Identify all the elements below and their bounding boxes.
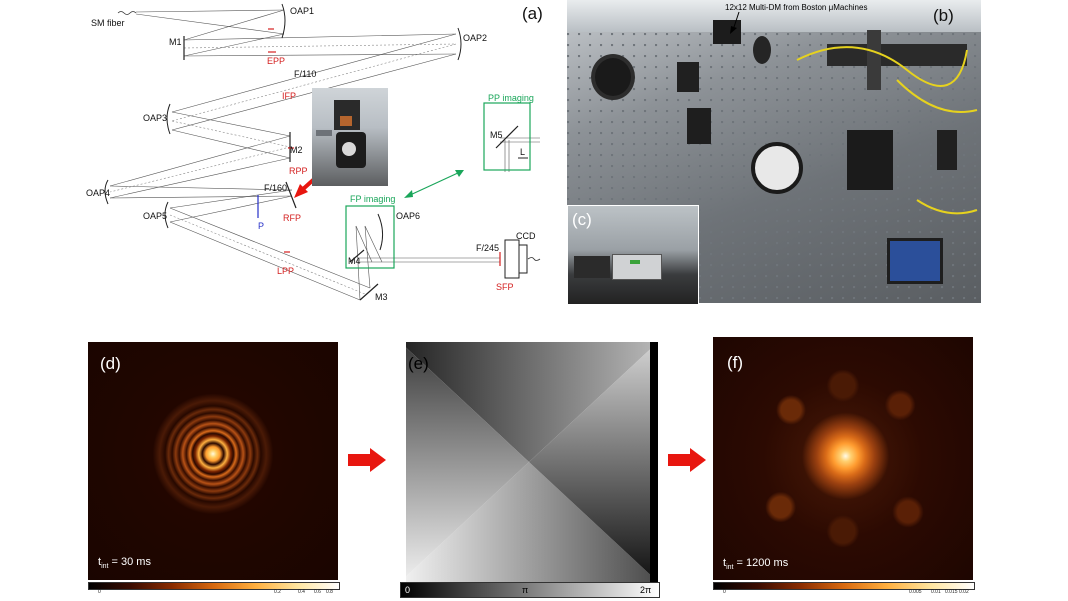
panel-d-psf-image: (d) tint = 30 ms (88, 342, 338, 580)
panel-c-letter: (c) (572, 210, 592, 229)
panel-f-tick: 0.015 (945, 589, 958, 595)
yellow-fiber-cables (796, 46, 978, 215)
label-pp-imaging: PP imaging (488, 93, 534, 103)
label-f160: F/160 (264, 183, 288, 193)
arrow-d-to-e (348, 448, 386, 472)
label-epp: EPP (267, 56, 286, 66)
label-oap4: OAP4 (86, 188, 111, 198)
panel-d-tick: 0.6 (314, 589, 321, 595)
dm-caption-pointer (730, 11, 740, 34)
label-oap3: OAP3 (143, 113, 168, 123)
panel-f-colorbar (713, 582, 975, 590)
panel-d-colorbar (88, 582, 340, 590)
label-ifp: IFP (282, 91, 297, 101)
label-f245: F/245 (476, 243, 500, 253)
panel-f-letter: (f) (727, 353, 744, 372)
panel-d-colorbar-ticks: 0 0.2 0.4 0.6 0.8 (88, 589, 338, 597)
panel-d-tick: 0.4 (298, 589, 305, 595)
panel-d-tint-label: tint = 30 ms (98, 556, 151, 571)
label-m1: M1 (169, 37, 182, 47)
panel-f-colorbar-ticks: 0 0.005 0.01 0.015 0.02 (713, 589, 973, 597)
panel-f-tick: 0.02 (959, 589, 969, 595)
label-fp-imaging: FP imaging (350, 194, 396, 204)
label-rfp: RFP (283, 213, 301, 223)
panel-e-colorbar (400, 582, 660, 598)
label-ccd: CCD (516, 231, 536, 241)
label-f110: F/110 (294, 69, 317, 79)
panel-d-tick: 0.2 (274, 589, 281, 595)
label-oap5: OAP5 (143, 211, 168, 221)
label-m2: M2 (290, 145, 303, 155)
panel-d-tick: 0.8 (326, 589, 333, 595)
label-sm-fiber: SM fiber (91, 18, 125, 28)
panel-c-photo: (c) (567, 205, 699, 305)
panel-f-tick: 0 (723, 589, 726, 595)
label-l: L (520, 147, 526, 157)
panel-f-speckle-image: (f) tint = 1200 ms (713, 337, 973, 580)
panel-a-optical-layout: (a) SM fiber OAP1 M1 EPP OAP2 F/110 IFP … (0, 0, 560, 305)
panel-f-tint-label: tint = 1200 ms (723, 557, 789, 572)
panel-d-letter: (d) (100, 354, 121, 373)
label-lpp: LPP (277, 266, 295, 276)
panel-e-tick: 2π (640, 585, 652, 595)
label-m4: M4 (348, 256, 361, 266)
panel-e-colorbar-ticks: 0 π 2π (400, 583, 658, 595)
optical-layout-svg (104, 3, 541, 301)
dm-caption: 12x12 Multi-DM from Boston μMachines (725, 3, 868, 12)
panel-e-tick: 0 (405, 585, 411, 595)
phase-mask-svg (400, 342, 658, 582)
label-p: P (258, 221, 265, 231)
label-oap2: OAP2 (463, 33, 488, 43)
panel-f-tick: 0.01 (931, 589, 941, 595)
inset-setup-photo (312, 88, 388, 186)
label-oap1: OAP1 (290, 6, 315, 16)
label-m3: M3 (375, 292, 388, 302)
label-m5: M5 (490, 130, 503, 140)
panel-e-tick: π (522, 585, 529, 595)
label-oap6: OAP6 (396, 211, 421, 221)
label-rpp: RPP (289, 166, 308, 176)
panel-b-letter: (b) (933, 6, 954, 25)
arrow-e-to-f (668, 448, 706, 472)
panel-e-phase-mask: (e) (400, 342, 658, 582)
panel-a-letter: (a) (522, 4, 543, 23)
panel-e-letter: (e) (408, 354, 429, 373)
panel-f-tick: 0.005 (909, 589, 922, 595)
label-sfp: SFP (496, 282, 514, 292)
panel-d-tick: 0 (98, 589, 101, 595)
